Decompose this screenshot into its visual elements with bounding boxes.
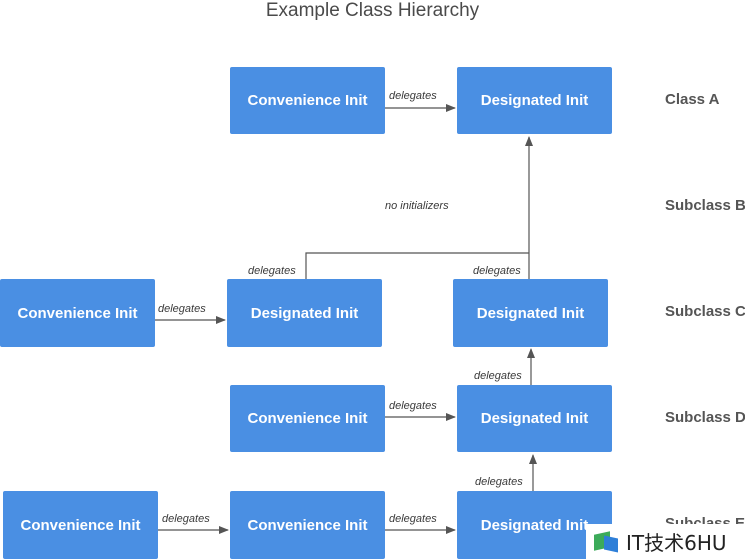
subclass-d-convenience-init-box: Convenience Init: [230, 385, 385, 452]
watermark-logo-icon: [594, 531, 620, 553]
class-a-convenience-init-box: Convenience Init: [230, 67, 385, 134]
subclass-e-convenience-init-left-box: Convenience Init: [3, 491, 158, 559]
subclass-e-convenience-init-mid-box: Convenience Init: [230, 491, 385, 559]
edge-label-e-up: delegates: [475, 476, 523, 488]
subclass-c-convenience-init-box: Convenience Init: [0, 279, 155, 347]
watermark-text: IT技术6HU: [626, 531, 727, 555]
subclass-d-designated-init-box: Designated Init: [457, 385, 612, 452]
class-label-subclass-c: Subclass C: [665, 303, 745, 320]
edge-label-c-right-up: delegates: [473, 265, 521, 277]
subclass-c-designated-init-right-box: Designated Init: [453, 279, 608, 347]
watermark: IT技术6HU: [586, 524, 745, 559]
class-label-class-a: Class A: [665, 91, 720, 108]
edge-label-d-across: delegates: [389, 400, 437, 412]
edge-label-c-across: delegates: [158, 303, 206, 315]
diagram-title: Example Class Hierarchy: [265, 0, 480, 21]
subclass-c-designated-init-left-box: Designated Init: [227, 279, 382, 347]
edge-label-no-initializers: no initializers: [385, 200, 449, 212]
edge-label-c-left-up: delegates: [248, 265, 296, 277]
edge-label-d-up: delegates: [474, 370, 522, 382]
edge-c-left-to-a-designated: [305, 252, 529, 279]
edge-label-e-across-right: delegates: [389, 513, 437, 525]
class-label-subclass-b: Subclass B: [665, 197, 745, 214]
class-a-designated-init-box: Designated Init: [457, 67, 612, 134]
edge-label-a-delegates: delegates: [389, 90, 437, 102]
class-label-subclass-d: Subclass D: [665, 409, 745, 426]
edge-label-e-across-left: delegates: [162, 513, 210, 525]
